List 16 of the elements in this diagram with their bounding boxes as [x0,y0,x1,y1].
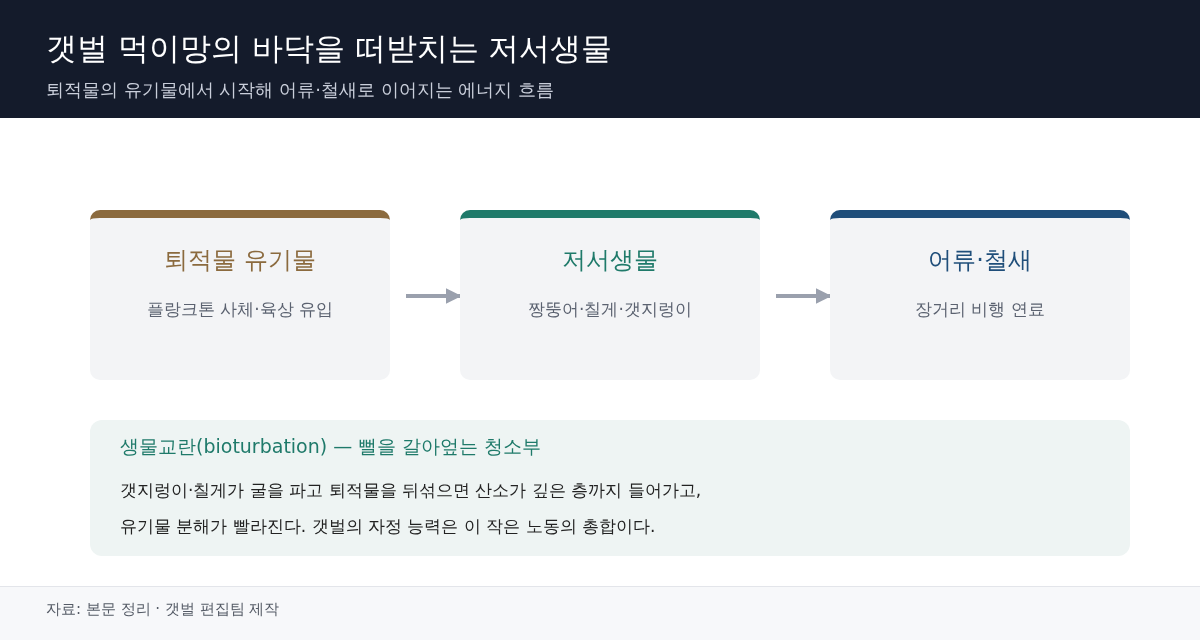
process-card [830,210,1130,380]
card-text: 플랑크톤 사체·육상 유입 [145,298,335,321]
card-heading: 어류·철새 [927,245,1033,276]
arrow [406,288,462,304]
card-text: 장거리 비행 연료 [914,298,1046,321]
card-heading: 저서생물 [561,245,659,276]
process-card [460,210,760,380]
panel-heading: 생물교란(bioturbation) — 뻘을 갈아엎는 청소부 [120,434,542,459]
card-text: 짱뚱어·칠게·갯지렁이 [527,298,693,321]
arrow [776,288,832,304]
process-card [90,210,390,380]
title: 갯벌 먹이망의 바닥을 떠받치는 저서생물 [46,29,613,68]
panel-text: 갯지렁이·칠게가 굴을 파고 퇴적물을 뒤섞으면 산소가 깊은 층까지 들어가고, 유기물 분해가 빨라진다. 갯벌의 자정 능력은 이 작은 노동의 총합이다. [120,479,703,538]
source-note: 자료: 본문 정리 · 갯벌 편집팀 제작 [46,600,280,619]
subtitle: 퇴적물의 유기물에서 시작해 어류·철새로 이어지는 에너지 흐름 [46,78,555,102]
card-heading: 퇴적물 유기물 [163,245,317,276]
